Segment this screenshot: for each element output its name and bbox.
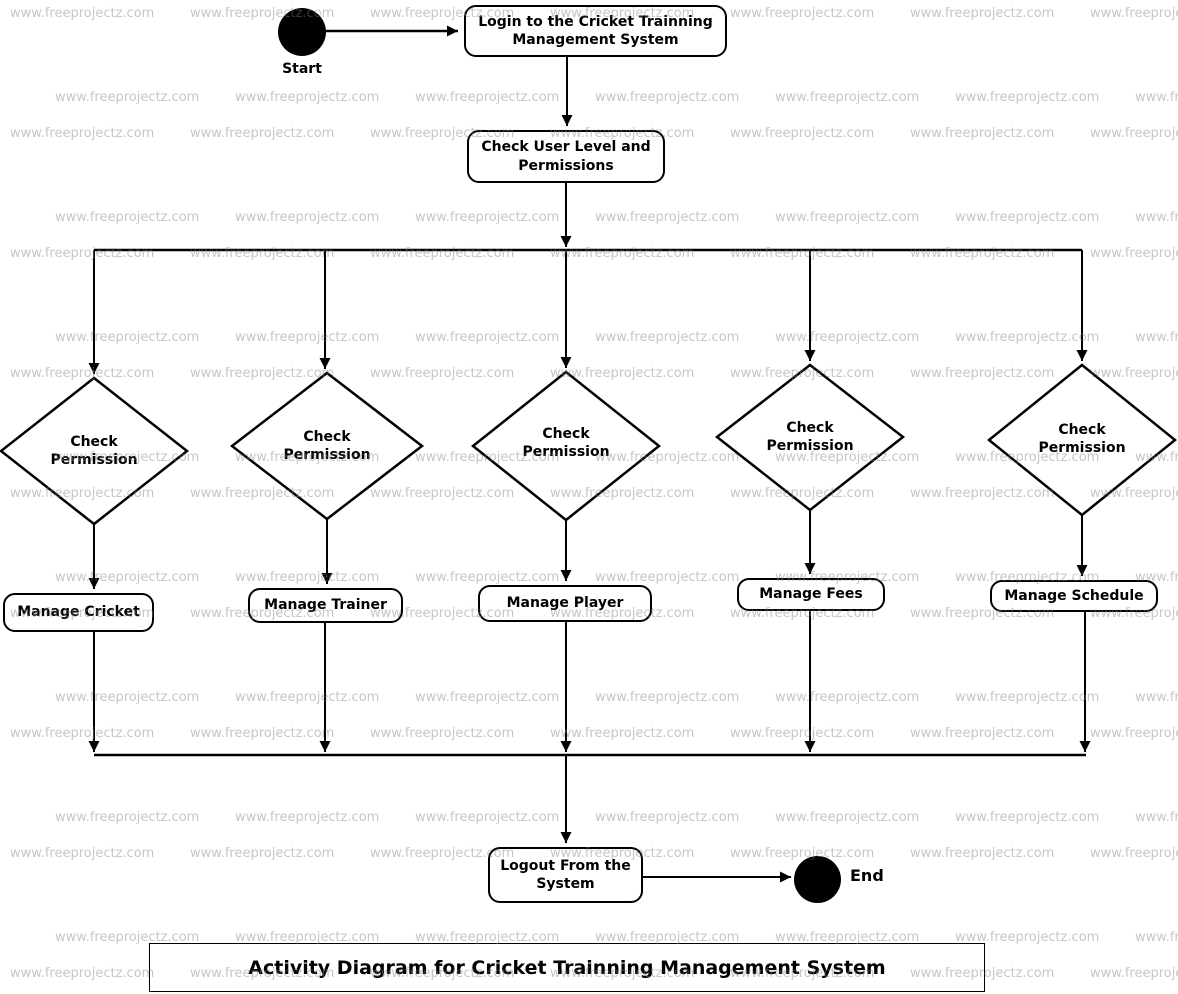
start-node <box>278 8 326 56</box>
decision-label-2: Check Permission <box>283 429 371 463</box>
action-manage-schedule: Manage Schedule <box>990 580 1158 612</box>
end-label: End <box>850 866 884 885</box>
action-manage-player: Manage Player <box>478 585 652 622</box>
logout-activity: Logout From the System <box>488 847 643 903</box>
decision-label-3: Check Permission <box>522 426 610 460</box>
diagram-title: Activity Diagram for Cricket Trainning M… <box>149 943 985 992</box>
end-node <box>794 856 841 903</box>
action-manage-trainer: Manage Trainer <box>248 588 403 623</box>
check-user-level-activity: Check User Level and Permissions <box>467 130 665 183</box>
action-manage-cricket: Manage Cricket <box>3 593 154 632</box>
start-label: Start <box>282 61 322 77</box>
decision-label-5: Check Permission <box>1038 422 1126 456</box>
login-activity: Login to the Cricket Trainning Managemen… <box>464 5 727 57</box>
action-manage-fees: Manage Fees <box>737 578 885 611</box>
decision-label-4: Check Permission <box>766 420 854 454</box>
decision-label-1: Check Permission <box>50 434 138 468</box>
